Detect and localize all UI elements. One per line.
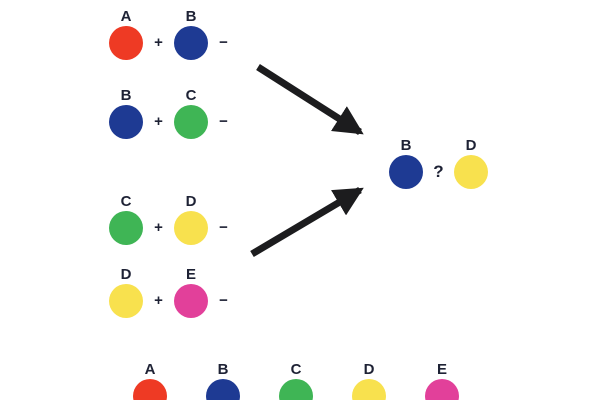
stimulus-label: E xyxy=(185,266,196,283)
stimulus-unit: D xyxy=(106,266,146,318)
legend-item: A xyxy=(128,361,172,400)
stimulus-label: C xyxy=(120,193,132,210)
arrow-top-icon xyxy=(256,64,364,135)
test-pair: B ? D xyxy=(386,137,491,189)
stimulus-unit: E xyxy=(171,266,211,318)
legend-item: C xyxy=(274,361,318,400)
minus-sign: − xyxy=(219,292,228,309)
arrow-bottom-icon xyxy=(250,186,364,258)
stimulus-unit: D xyxy=(451,137,491,189)
stimulus-label: D xyxy=(120,266,132,283)
stimulus-label: A xyxy=(120,8,132,25)
legend-label: C xyxy=(290,361,302,378)
training-pair-2: B + C − xyxy=(106,87,236,139)
plus-sign: + xyxy=(154,113,163,130)
training-pair-4: D + E − xyxy=(106,266,236,318)
stimulus-label: C xyxy=(185,87,197,104)
plus-sign: + xyxy=(154,34,163,51)
stimulus-circle-c xyxy=(174,105,208,139)
stimulus-circle-d xyxy=(454,155,488,189)
stimulus-unit: C xyxy=(171,87,211,139)
stimulus-circle-b xyxy=(389,155,423,189)
legend-item: D xyxy=(347,361,391,400)
stimulus-circle-a xyxy=(133,379,167,400)
legend-label: D xyxy=(363,361,375,378)
stimulus-legend: A B C D E xyxy=(128,361,464,400)
training-pair-3: C + D − xyxy=(106,193,236,245)
stimulus-circle-d xyxy=(352,379,386,400)
plus-sign: + xyxy=(154,219,163,236)
stimulus-unit: B xyxy=(106,87,146,139)
stimulus-circle-d xyxy=(174,211,208,245)
stimulus-label: B xyxy=(400,137,412,154)
stimulus-circle-e xyxy=(425,379,459,400)
stimulus-unit: D xyxy=(171,193,211,245)
stimulus-label: D xyxy=(465,137,477,154)
stimulus-circle-b xyxy=(206,379,240,400)
legend-item: E xyxy=(420,361,464,400)
stimulus-circle-b xyxy=(174,26,208,60)
stimulus-label: D xyxy=(185,193,197,210)
stimulus-unit: C xyxy=(106,193,146,245)
plus-sign: + xyxy=(154,292,163,309)
legend-label: B xyxy=(217,361,229,378)
legend-label: A xyxy=(144,361,156,378)
minus-sign: − xyxy=(219,34,228,51)
stimulus-circle-c xyxy=(279,379,313,400)
training-pair-1: A + B − xyxy=(106,8,236,60)
stimulus-unit: B xyxy=(171,8,211,60)
stimulus-circle-c xyxy=(109,211,143,245)
stimulus-unit: A xyxy=(106,8,146,60)
stimulus-circle-a xyxy=(109,26,143,60)
stimulus-label: B xyxy=(120,87,132,104)
minus-sign: − xyxy=(219,219,228,236)
stimulus-label: B xyxy=(185,8,197,25)
legend-item: B xyxy=(201,361,245,400)
stimulus-circle-e xyxy=(174,284,208,318)
stimulus-circle-b xyxy=(109,105,143,139)
minus-sign: − xyxy=(219,113,228,130)
legend-label: E xyxy=(436,361,447,378)
stimulus-unit: B xyxy=(386,137,426,189)
stimulus-circle-d xyxy=(109,284,143,318)
question-mark: ? xyxy=(433,162,444,181)
